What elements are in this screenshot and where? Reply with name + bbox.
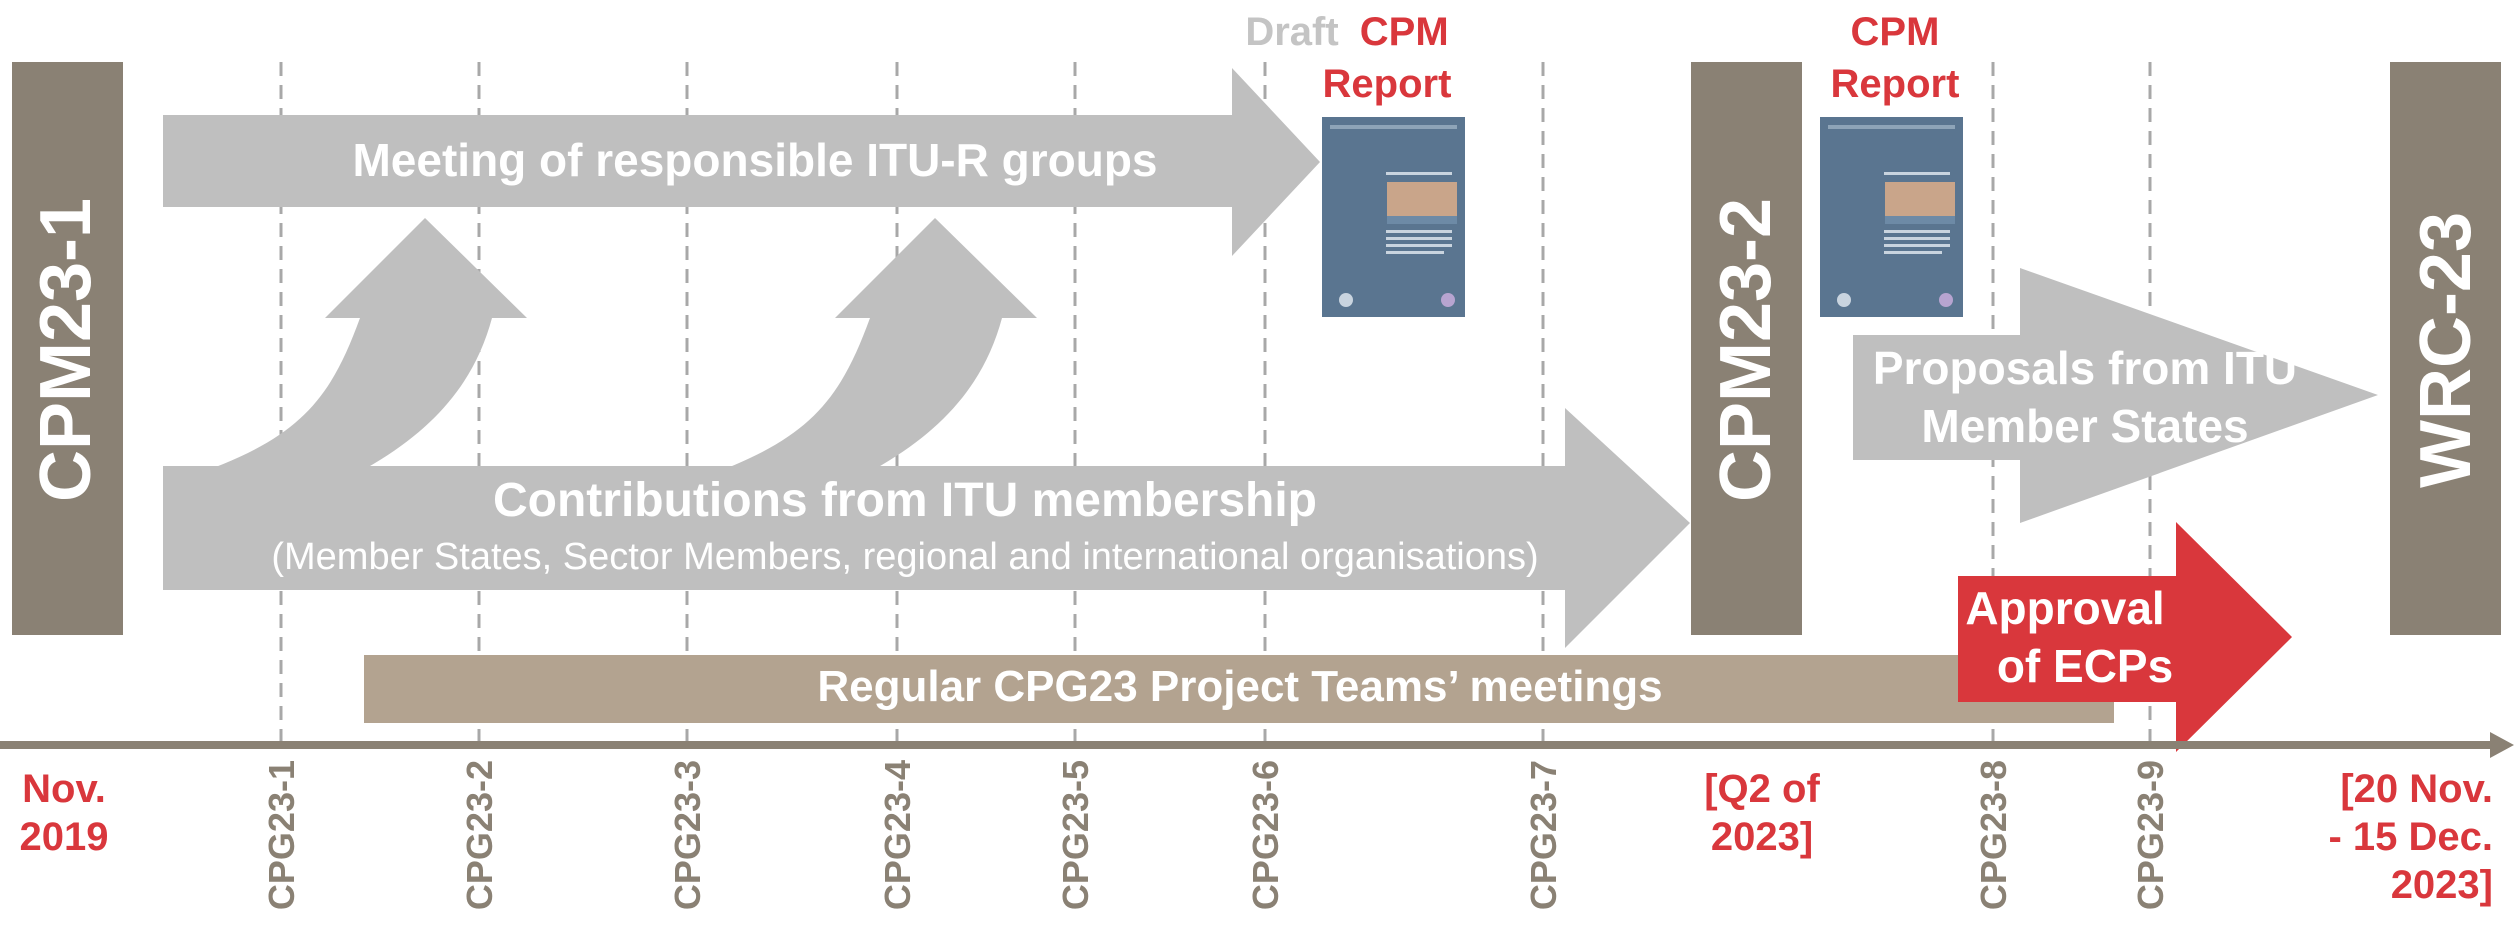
svg-text:Draft CPM: Draft CPM [1245,10,1448,54]
end-date-line-1: [20 Nov. [2340,767,2493,811]
meetings-arrow [163,68,1320,256]
tick-label-2: CPG23-2 [459,760,500,910]
final-report-heading: CPM Report [1831,10,1960,106]
final-report-word: Report [1831,62,1960,106]
cpm23-2-box [1691,62,1802,635]
proposals-arrow [1853,268,2378,523]
start-date-line-2: 2019 [20,815,109,859]
wrc-23-box [2390,62,2501,635]
curved-arrow-2 [700,218,1037,500]
timeline-axis [0,732,2514,758]
cpm23-2-label: CPM23-2 [1706,198,1786,502]
contributions-arrow-label: Contributions from ITU membership [493,474,1317,527]
tick-label-8: CPG23-8 [1973,760,2014,910]
tick-label-5: CPG23-5 [1055,760,1096,910]
q2-date-line-2: 2023] [1711,815,1813,859]
approval-arrow [1958,522,2292,752]
curved-arrow-1 [185,218,527,500]
tick-label-3: CPG23-3 [667,760,708,910]
q2-date-line-1: [Q2 of [1704,767,1820,811]
wrc-23-label: WRC-23 [2406,212,2486,488]
draft-word: Draft [1245,10,1338,54]
end-date-line-3: 2023] [2391,863,2493,907]
cpm23-1-label: CPM23-1 [26,198,106,502]
final-report-cover [1820,117,1963,317]
draft-cpm-word: CPM [1360,10,1449,54]
tick-label-6: CPG23-6 [1245,760,1286,910]
tick-label-9: CPG23-9 [2130,760,2171,910]
start-date-line-1: Nov. [22,767,106,811]
contributions-arrow [163,408,1690,648]
cpm23-1-box [12,62,123,635]
approval-arrow-label-1: Approval [1965,582,2164,634]
end-date-line-2: - 15 Dec. [2328,815,2493,859]
draft-report-cover [1322,117,1465,317]
tick-label-7: CPG23-7 [1523,760,1564,910]
tick-label-4: CPG23-4 [877,760,918,910]
draft-report-word: Report [1323,62,1452,106]
meetings-arrow-label: Meeting of responsible ITU-R groups [352,134,1157,186]
regular-meetings-bar-label: Regular CPG23 Project Teams’ meetings [817,662,1662,711]
approval-arrow-label-2: of ECPs [1997,640,2173,692]
proposals-arrow-label-1: Proposals from ITU [1873,342,2297,394]
proposals-arrow-label-2: Member States [1921,400,2248,452]
contributions-arrow-sublabel: (Member States, Sector Members, regional… [271,536,1538,578]
timeline-tick-labels: CPG23-1 CPG23-2 CPG23-3 CPG23-4 CPG23-5 CPG23… [261,760,2171,910]
tick-label-1: CPG23-1 [261,760,302,910]
regular-meetings-bar [364,655,2114,723]
draft-report-heading: Draft CPM Report [1245,10,1451,106]
final-cpm-word: CPM [1851,10,1940,54]
